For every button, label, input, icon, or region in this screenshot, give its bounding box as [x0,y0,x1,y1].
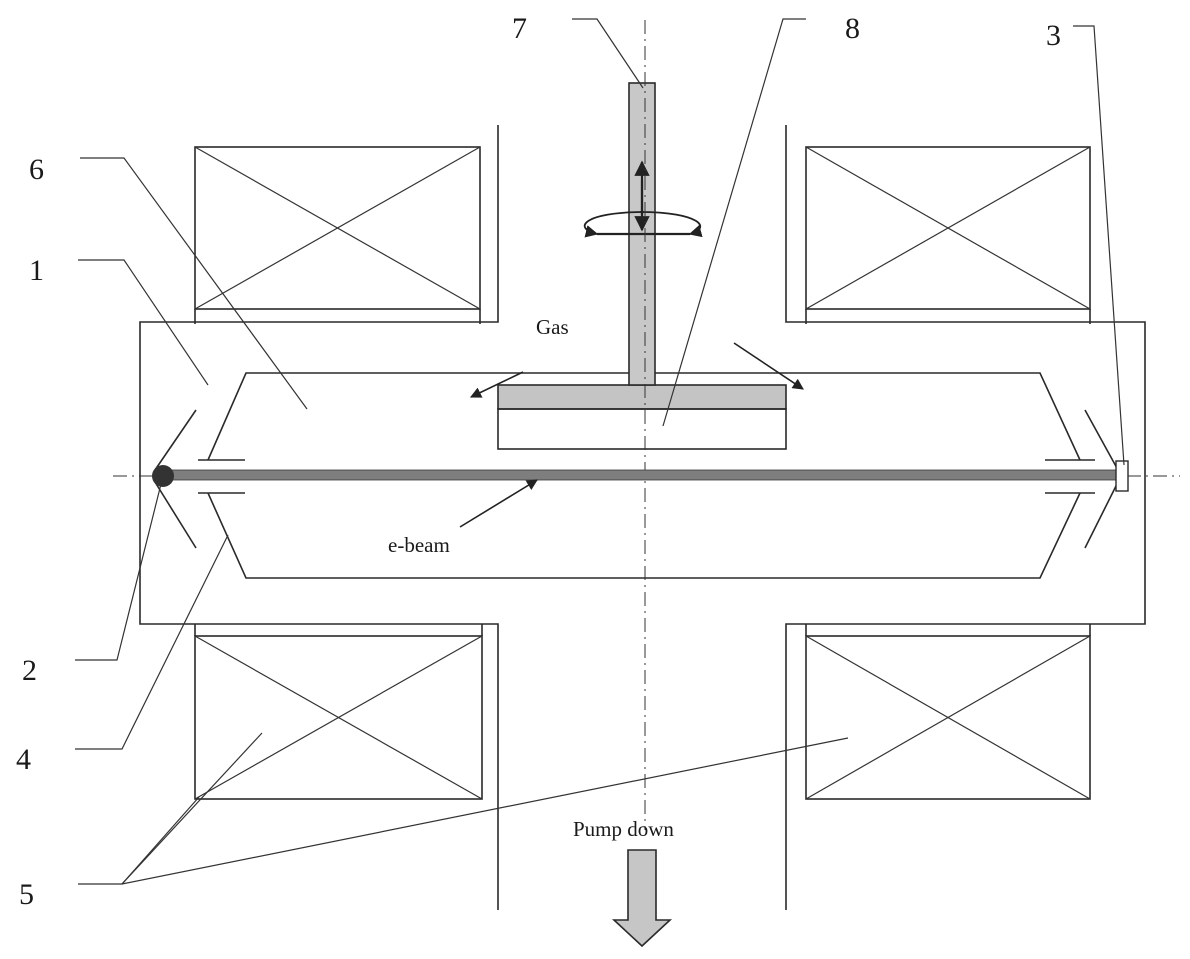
label-8: 8 [845,12,860,45]
label-7: 7 [512,12,527,45]
motion-arrows [585,162,701,234]
label-3: 3 [1046,19,1061,52]
gas-arrow-right [734,343,803,389]
substrate-holder [498,385,786,449]
magnet-coil-bottom-left [195,624,482,799]
gas-label: Gas [536,315,569,339]
magnet-coil-bottom-right [806,624,1090,799]
label-5: 5 [19,878,34,911]
label-4: 4 [16,743,31,776]
ebeam-arrow [460,480,537,527]
pump-down-arrow [614,850,670,946]
magnet-coil-top-left [195,147,480,324]
ebeam-label: e-beam [388,533,450,557]
label-2: 2 [22,654,37,687]
electron-beam [160,470,1117,480]
label-1: 1 [29,254,44,287]
beam-collector [1116,461,1128,491]
leader-lines [75,19,1124,884]
label-6: 6 [29,153,44,186]
pump-down-label: Pump down [573,817,674,841]
magnet-coil-top-right [806,147,1090,324]
